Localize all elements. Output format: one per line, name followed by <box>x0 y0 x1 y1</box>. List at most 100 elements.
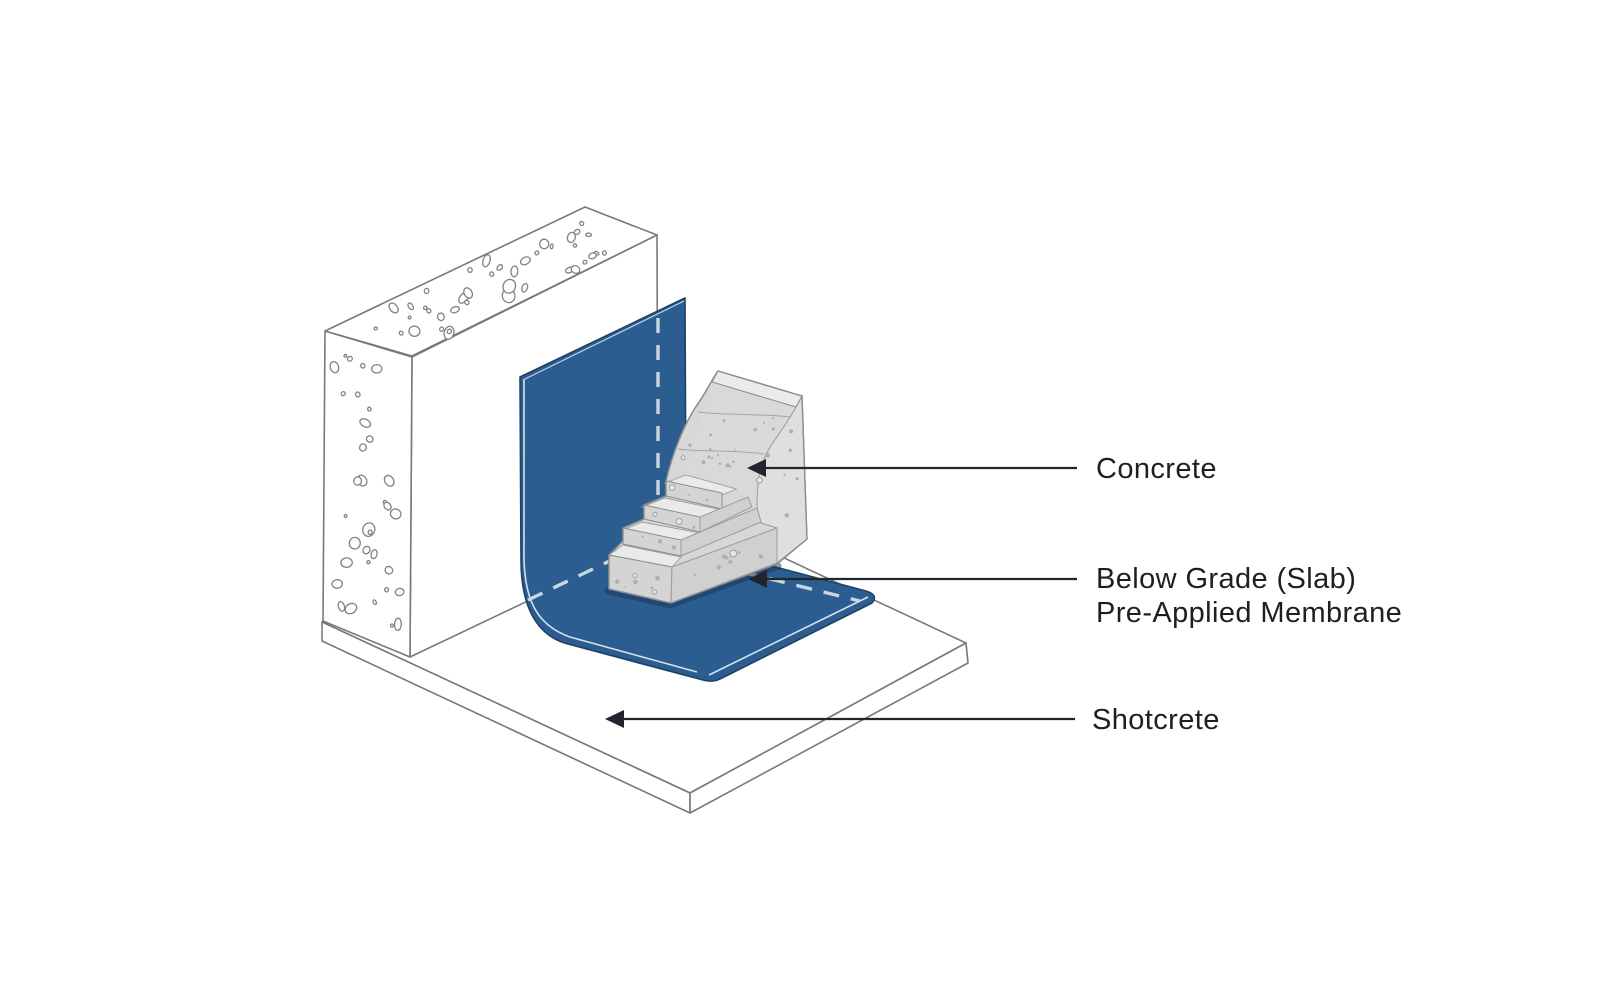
arrowhead-concrete <box>747 459 766 477</box>
concrete-speckle-dot <box>737 551 741 554</box>
block-slope-contour-1 <box>677 448 765 455</box>
concrete-speckle-dot <box>753 427 758 432</box>
concrete-speckle-dot <box>795 477 799 481</box>
aggregate-pebble <box>344 602 358 615</box>
concrete-speckle-dot <box>763 421 766 424</box>
aggregate-pebble <box>367 529 373 536</box>
annotations <box>605 459 1077 728</box>
aggregate-pebble <box>353 476 363 486</box>
aggregate-pebble <box>340 557 353 568</box>
aggregate-pebble <box>370 549 378 560</box>
block-shadow <box>604 562 782 609</box>
block-slope-contour-2 <box>697 411 792 418</box>
wall-aggregate-speckles-top <box>373 220 607 340</box>
concrete-speckle-dot <box>707 455 711 459</box>
label-concrete: Concrete <box>1096 453 1217 485</box>
label-membrane-line2: Pre-Applied Membrane <box>1096 597 1403 629</box>
aggregate-pebble <box>329 360 340 374</box>
block-step-front-face-2 <box>680 507 762 557</box>
concrete-speckle-dot <box>658 539 663 544</box>
concrete-speckle-dot <box>756 476 763 484</box>
concrete-speckle-dot <box>725 463 730 468</box>
aggregate-pebble <box>534 250 540 256</box>
concrete-speckle-dot <box>633 579 638 584</box>
concrete-speckle-dot <box>651 589 658 595</box>
aggregate-pebble <box>566 231 577 244</box>
concrete-speckle-dot <box>728 560 733 564</box>
membrane-edge-highlight-right <box>708 596 869 676</box>
aggregate-pebble <box>388 302 399 314</box>
aggregate-pebble <box>398 330 404 336</box>
aggregate-pebble <box>423 287 430 295</box>
block-outline <box>608 370 808 604</box>
concrete-speckle-dot <box>692 525 696 529</box>
label-shotcrete: Shotcrete <box>1092 704 1220 736</box>
aggregate-pebble <box>383 474 395 487</box>
concrete-speckle-dot <box>788 448 792 452</box>
concrete-speckle-dot <box>688 493 691 496</box>
aggregate-pebble <box>570 265 581 274</box>
aggregate-pebble <box>549 243 554 250</box>
aggregate-pebble <box>601 250 607 256</box>
concrete-speckle-dot <box>675 518 683 525</box>
concrete-speckle-dot <box>615 579 620 584</box>
label-membrane: Below Grade (Slab) Pre-Applied Membrane <box>1096 562 1402 630</box>
aggregate-pebble <box>373 326 378 331</box>
concrete-speckle-dot <box>722 554 727 559</box>
label-membrane-line1: Below Grade (Slab) <box>1096 563 1357 595</box>
concrete-speckle-dot <box>722 419 726 423</box>
concrete-speckle-dot <box>734 449 736 451</box>
concrete-speckle-dot <box>668 484 676 491</box>
aggregate-pebble <box>502 278 517 294</box>
aggregate-pebble <box>331 578 344 589</box>
concrete-speckle-dot <box>783 473 786 476</box>
aggregate-pebble <box>337 601 346 612</box>
aggregate-pebble <box>407 315 412 320</box>
concrete-speckle-dot <box>758 554 764 559</box>
aggregate-pebble <box>450 305 460 314</box>
aggregate-pebble <box>359 418 372 428</box>
concrete-speckle-dot <box>688 443 692 447</box>
aggregate-pebble <box>438 326 445 333</box>
concrete-speckle-dot <box>729 465 732 468</box>
membrane-edge-highlight <box>523 380 698 673</box>
concrete-speckle-dot <box>709 433 712 437</box>
concrete-speckle-dot <box>772 417 775 420</box>
aggregate-pebble <box>422 305 428 311</box>
concrete-speckle-dot <box>680 455 686 461</box>
membrane-top-edge-highlight <box>522 300 685 381</box>
aggregate-pebble <box>394 587 405 597</box>
aggregate-pebble <box>360 362 366 369</box>
aggregate-pebble <box>464 299 470 306</box>
aggregate-pebble <box>539 238 550 250</box>
concrete-speckle-dot <box>789 429 794 434</box>
slab-front-right-face <box>689 642 969 814</box>
aggregate-pebble <box>519 256 531 266</box>
concrete-speckle-dot <box>717 454 720 457</box>
aggregate-pebble <box>446 328 453 335</box>
concrete-speckle-dot <box>784 513 789 518</box>
aggregate-pebble <box>389 508 402 520</box>
aggregate-pebble <box>366 406 372 412</box>
concrete-speckle-dot <box>701 460 706 465</box>
aggregate-pebble <box>407 302 415 311</box>
aggregate-pebble <box>384 565 394 575</box>
aggregate-pebble <box>488 271 495 277</box>
aggregate-pebble <box>496 264 504 271</box>
aggregate-pebble <box>389 623 394 628</box>
concrete-speckle-dot <box>624 586 627 588</box>
concrete-speckle-dot <box>732 460 735 464</box>
aggregate-pebble <box>408 325 421 337</box>
concrete-speckle-dot <box>771 427 775 431</box>
aggregate-pebble <box>365 435 374 443</box>
aggregate-pebble <box>383 501 392 511</box>
concrete-speckle-dot <box>765 453 771 458</box>
block-aggregate-dots <box>615 417 799 595</box>
aggregate-pebble <box>426 307 432 314</box>
concrete-speckle-dot <box>710 456 714 460</box>
aggregate-pebble <box>372 599 378 606</box>
wall-left-face <box>322 330 413 658</box>
concrete-speckle-dot <box>708 448 712 451</box>
concrete-speckle-dot <box>705 498 709 502</box>
